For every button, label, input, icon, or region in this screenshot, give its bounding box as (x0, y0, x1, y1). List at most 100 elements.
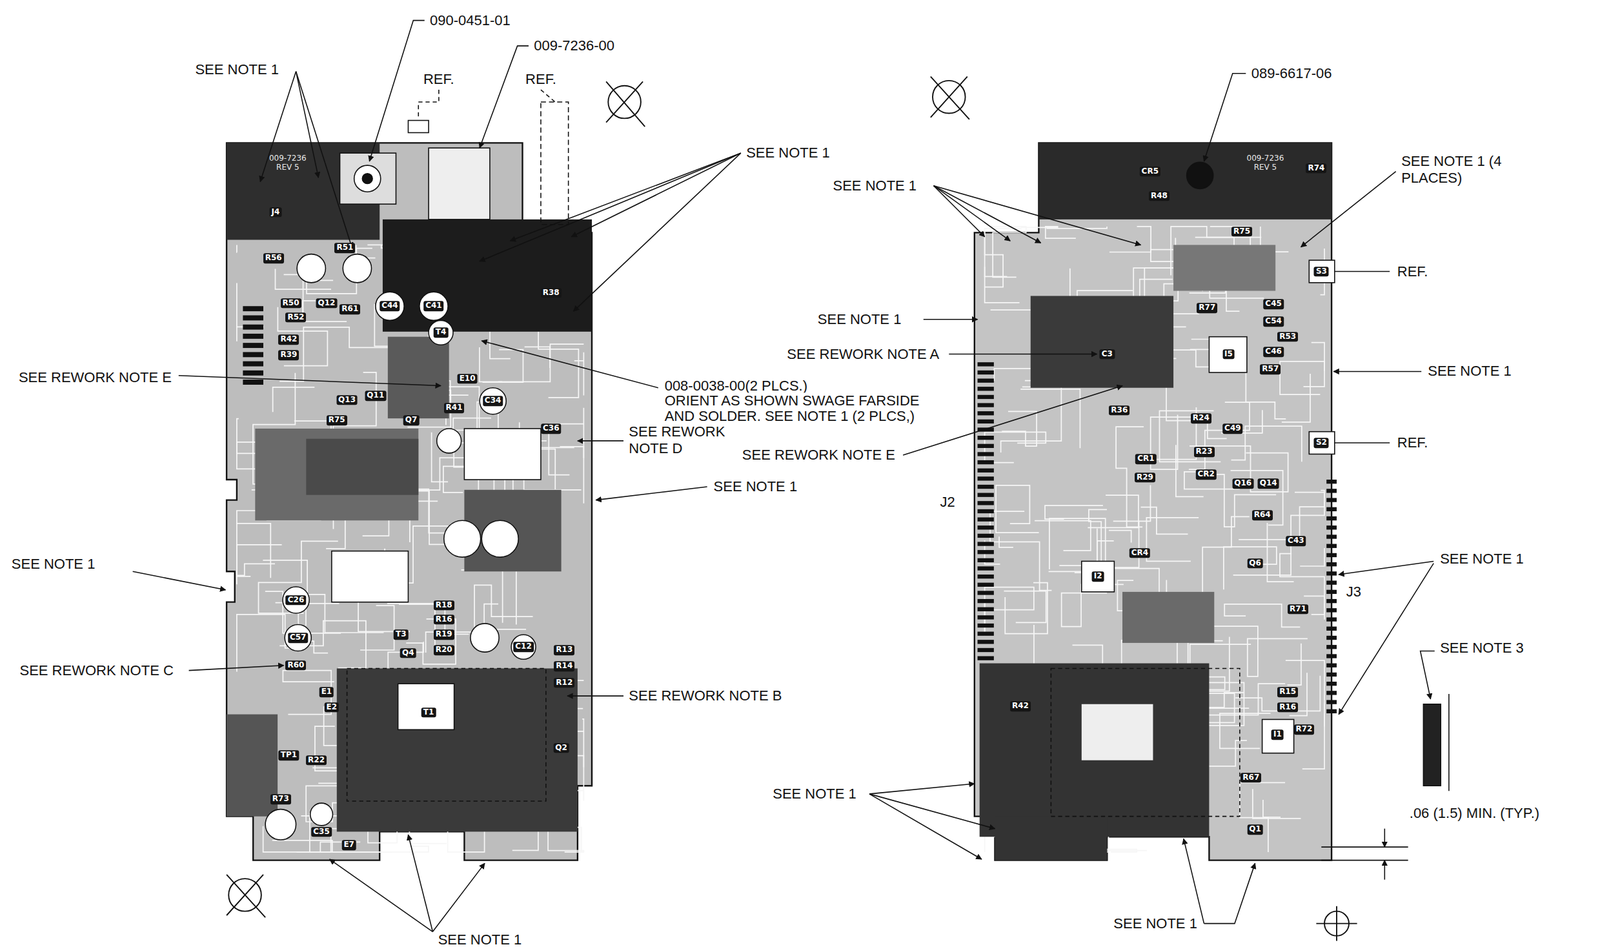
leader-line (479, 152, 741, 262)
callout-note: J3 (1345, 583, 1363, 600)
component-designator: CR1 (1135, 454, 1156, 465)
component-designator: R16 (433, 614, 455, 625)
trace (990, 511, 1052, 591)
callout-note: SEE REWORK NOTE E (740, 446, 897, 463)
callout-note: SEE NOTE 1 (831, 177, 919, 194)
callout-note: 009-7236-00 (532, 37, 616, 54)
leader-line (1338, 563, 1434, 715)
pin-pad (977, 639, 994, 644)
trace (1003, 591, 1046, 623)
trace (1281, 373, 1311, 423)
component-designator: R77 (1196, 303, 1218, 314)
pin-pad (977, 549, 994, 554)
callout-note: SEE NOTE 1 (436, 931, 524, 947)
leader-line (540, 89, 556, 102)
trace (1020, 389, 1080, 448)
leader-line (1334, 271, 1390, 273)
pin-pad (1326, 709, 1337, 714)
callout-note: SEE NOTE 1 (1112, 915, 1199, 932)
pin-pad (1326, 525, 1337, 530)
trace (479, 347, 503, 383)
pin-pad (1326, 690, 1337, 695)
component-designator: Q2 (553, 742, 570, 754)
ic-outline (1262, 718, 1295, 753)
pin-pad (977, 509, 994, 514)
component-designator: C41 (423, 301, 445, 312)
ref-part (540, 101, 569, 225)
datum-cross (930, 76, 970, 120)
pin-pad (977, 516, 994, 521)
pin-pad (1326, 699, 1337, 704)
trace (236, 510, 280, 578)
leader-line (577, 440, 624, 442)
leader-line (933, 185, 1042, 244)
pin-pad (977, 419, 994, 424)
callout-note: SEE REWORK NOTE E (17, 369, 173, 386)
component-designator: Q7 (403, 415, 420, 426)
pin-pad (977, 468, 994, 473)
component-designator: Q11 (364, 391, 386, 402)
component-designator: R12 (553, 677, 575, 689)
capacitor-outline (479, 387, 507, 415)
leader-line (1384, 828, 1386, 847)
component-designator: Q13 (336, 394, 358, 406)
leader-line (573, 152, 741, 312)
side-part (1423, 704, 1441, 786)
pin-pad (977, 484, 994, 489)
callout-note: AND SOLDER. SEE NOTE 1 (2 PLCS,) (663, 407, 917, 425)
pin-pad (1326, 571, 1337, 576)
pin-pad (1326, 617, 1337, 621)
board-outlines (226, 142, 1332, 860)
trace (1208, 626, 1308, 677)
leader-line (1183, 838, 1205, 923)
pin-pad (977, 394, 994, 399)
capacitor-outline (342, 254, 372, 283)
leader-line (1204, 862, 1256, 923)
pin-pad (977, 655, 994, 660)
leader-line (869, 793, 982, 860)
ic-outline (331, 551, 409, 603)
component-designator: R51 (334, 242, 355, 254)
trace (1239, 782, 1286, 852)
ground-plane (1173, 244, 1276, 291)
callout-note: REF. (422, 71, 456, 88)
shield-outline (347, 668, 547, 801)
leader-line (902, 385, 1123, 456)
switch-outline (1308, 260, 1335, 283)
component-designator: R57 (1259, 364, 1281, 375)
pin-pad (242, 351, 264, 357)
callout-note: SEE NOTE 1 (4 PLACES) (1399, 152, 1515, 186)
ic-outline (1081, 560, 1115, 592)
leader-line (869, 783, 975, 794)
component-designator: Q1 (1246, 824, 1264, 836)
component-designator: S2 (1314, 437, 1329, 448)
component-designator: R50 (280, 298, 302, 309)
callout-note: SEE NOTE 1 (771, 785, 858, 802)
trace (1279, 553, 1325, 615)
pin-pad (242, 361, 264, 367)
component-designator: R75 (326, 415, 348, 426)
pin-pad (1326, 635, 1337, 640)
capacitor-outline (265, 809, 296, 840)
leader-line (1338, 560, 1434, 575)
silkscreen-text: 009-7236 REV 5 (1241, 154, 1289, 173)
capacitor-outline (419, 291, 448, 321)
leader-line (510, 152, 741, 241)
component-designator: R22 (305, 755, 327, 766)
pin-pad (977, 370, 994, 375)
leader-line (571, 152, 741, 237)
trace (1299, 547, 1325, 567)
callout-note: SEE REWORK NOTE A (785, 345, 941, 363)
leader-line (933, 185, 1142, 246)
pin-pad (1326, 507, 1337, 512)
pin-pad (977, 525, 994, 530)
component-designator: R42 (1010, 700, 1031, 712)
callout-note: SEE REWORK NOTE C (18, 662, 175, 679)
callout-note: ORIENT AS SHOWN SWAGE FARSIDE (663, 393, 922, 410)
pin-pad (977, 558, 994, 563)
component-designator: CR5 (1139, 166, 1161, 177)
component-designator: Q4 (400, 648, 417, 659)
callout-note: REF. (524, 71, 558, 88)
component-designator: R71 (1287, 604, 1309, 615)
switch-outline (1308, 431, 1335, 455)
